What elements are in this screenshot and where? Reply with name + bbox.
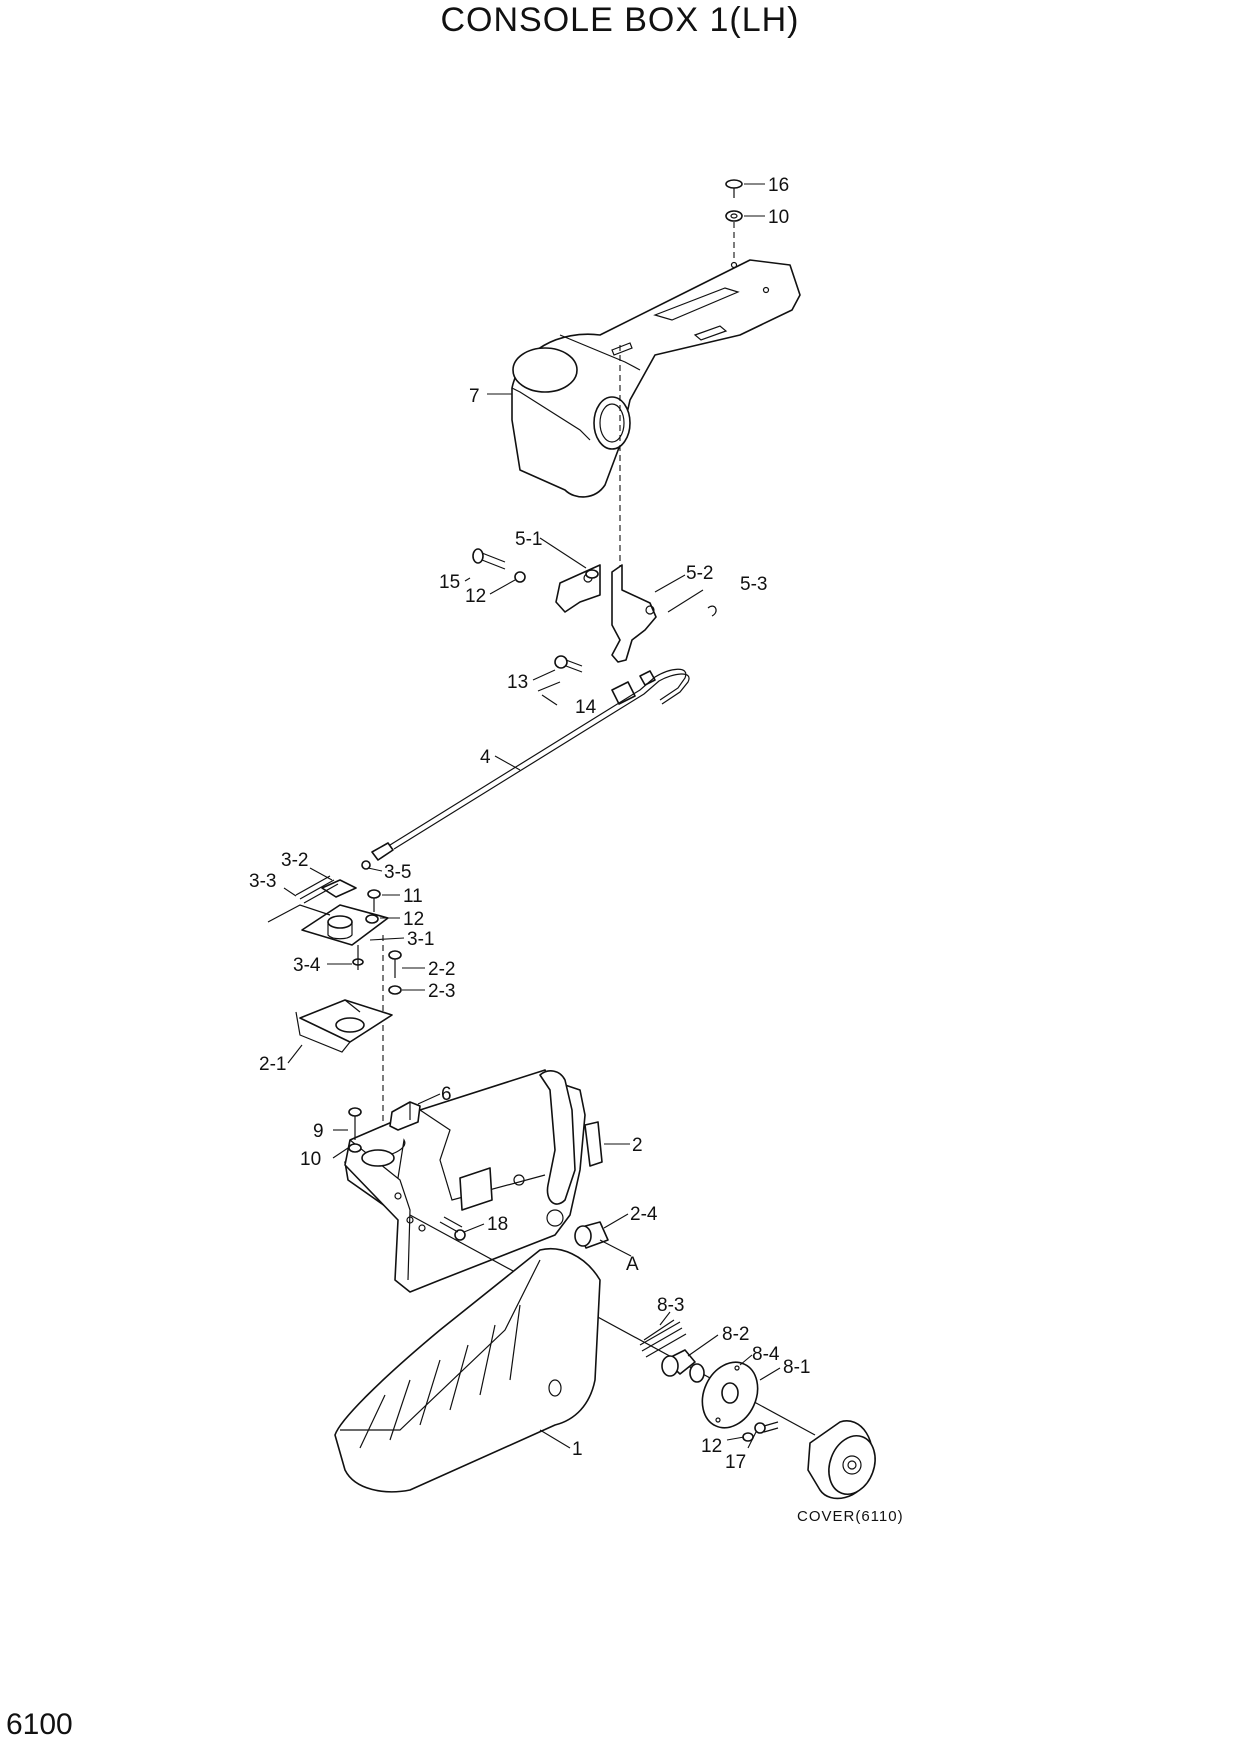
callout-label: 6 [441, 1084, 452, 1105]
callout-label: 8-3 [657, 1295, 684, 1316]
bolt-2-2 [388, 950, 402, 995]
lever-bracket-part [472, 548, 717, 663]
callout-label: 4 [480, 747, 491, 768]
callout-label: A [626, 1254, 639, 1275]
console-cover-part [511, 259, 801, 498]
callout-label: 1 [572, 1439, 583, 1460]
callout-label: 10 [768, 207, 789, 228]
callout-label: 16 [768, 175, 789, 196]
callout-label: 8-4 [752, 1344, 780, 1365]
callout-label: 12 [701, 1436, 722, 1457]
callout-label: 8-2 [722, 1324, 749, 1345]
callout-label: 17 [725, 1452, 746, 1473]
callout-label: 3-2 [281, 850, 308, 871]
callout-label: 14 [575, 697, 597, 718]
screw-16 [725, 179, 743, 262]
callout-label: 2-3 [428, 981, 455, 1002]
callout-label: 10 [300, 1149, 321, 1170]
leader-lines [283, 183, 781, 1449]
callout-labels: 16 10 7 5-1 15 12 5-2 5-3 13 14 4 3-2 3-… [249, 175, 810, 1473]
callout-label: 3-5 [384, 862, 411, 883]
callout-label: 12 [465, 586, 486, 607]
callout-label: 13 [507, 672, 528, 693]
callout-label: 2 [632, 1135, 643, 1156]
bolt-9 [348, 1107, 362, 1153]
mount-bracket-part [295, 999, 393, 1053]
callout-label: 8-1 [783, 1357, 810, 1378]
callout-label: 2-1 [259, 1054, 286, 1075]
callout-label: 15 [439, 572, 460, 593]
switch-part [389, 1101, 421, 1131]
callout-label: 9 [313, 1121, 324, 1142]
reference-label: COVER(6110) [797, 1508, 904, 1525]
bushing-part [574, 1221, 609, 1249]
clevis-pin-part [537, 655, 656, 705]
callout-label: 2-2 [428, 959, 455, 980]
callout-label: 11 [403, 886, 423, 907]
bolt-18 [439, 1216, 466, 1241]
control-cable-part [361, 668, 690, 870]
callout-label: 18 [487, 1214, 508, 1235]
callout-label: 5-2 [686, 563, 713, 584]
page-title: CONSOLE BOX 1(LH) [440, 1, 800, 39]
callout-label: 3-4 [293, 955, 321, 976]
callout-label: 2-4 [630, 1204, 658, 1225]
callout-label: 5-3 [740, 574, 767, 595]
callout-label: 3-3 [249, 871, 276, 892]
lower-housing-part [334, 1248, 601, 1493]
callout-label: 7 [469, 386, 480, 407]
callout-label: 5-1 [515, 529, 542, 550]
knob-assembly-part [639, 1319, 876, 1500]
callout-label: 12 [403, 909, 424, 930]
lever-plate-part [267, 875, 389, 1130]
callout-label: 3-1 [407, 929, 434, 950]
page-number: 6100 [6, 1708, 73, 1741]
